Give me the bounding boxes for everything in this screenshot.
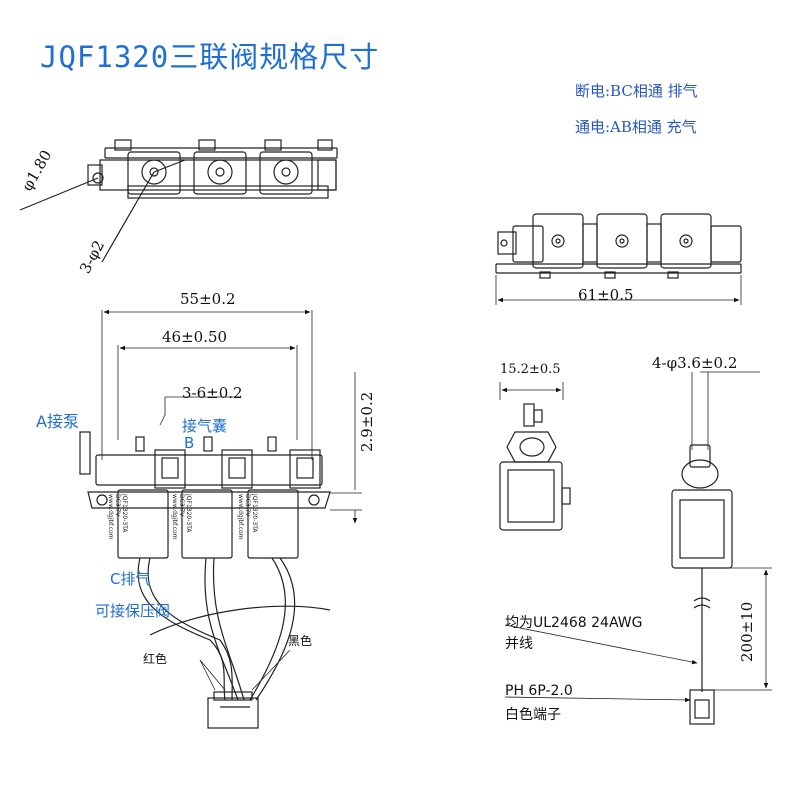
top-view xyxy=(19,139,338,263)
right-view xyxy=(504,371,772,725)
label-b-bag: 接气囊 xyxy=(182,417,228,435)
dim-61: 61±0.5 xyxy=(578,286,634,304)
dim-55: 55±0.2 xyxy=(180,290,236,308)
dim-mount-holes: 4-φ3.6±0.2 xyxy=(652,354,738,372)
note-power-on: 通电:AB相通 充气 xyxy=(575,118,697,136)
label-terminal: 白色端子 xyxy=(505,707,561,723)
dim-ports: 3-6±0.2 xyxy=(182,384,243,402)
label-b: B xyxy=(184,434,195,452)
side-view xyxy=(499,382,571,531)
dim-height-29: 2.9±0.2 xyxy=(358,391,376,452)
label-parallel: 并线 xyxy=(505,636,533,652)
label-c-exhaust: C排气 xyxy=(110,570,151,588)
front-view xyxy=(495,213,742,305)
dim-152: 15.2±0.5 xyxy=(500,362,561,377)
label-black: 黑色 xyxy=(288,634,313,648)
dim-wire-len: 200±10 xyxy=(738,601,756,662)
label-a-pump: A接泵 xyxy=(36,412,79,431)
label-valve-ok: 可接保压阀 xyxy=(95,602,171,620)
main-view xyxy=(79,309,362,729)
label-wire-spec: 均为UL2468 24AWG xyxy=(505,615,643,631)
page-title: JQF1320三联阀规格尺寸 xyxy=(40,40,380,74)
label-connector: PH 6P-2.0 xyxy=(505,683,573,699)
note-power-off: 断电:BC相通 排气 xyxy=(575,82,698,100)
dim-46: 46±0.50 xyxy=(162,328,228,346)
label-red: 红色 xyxy=(143,652,168,666)
